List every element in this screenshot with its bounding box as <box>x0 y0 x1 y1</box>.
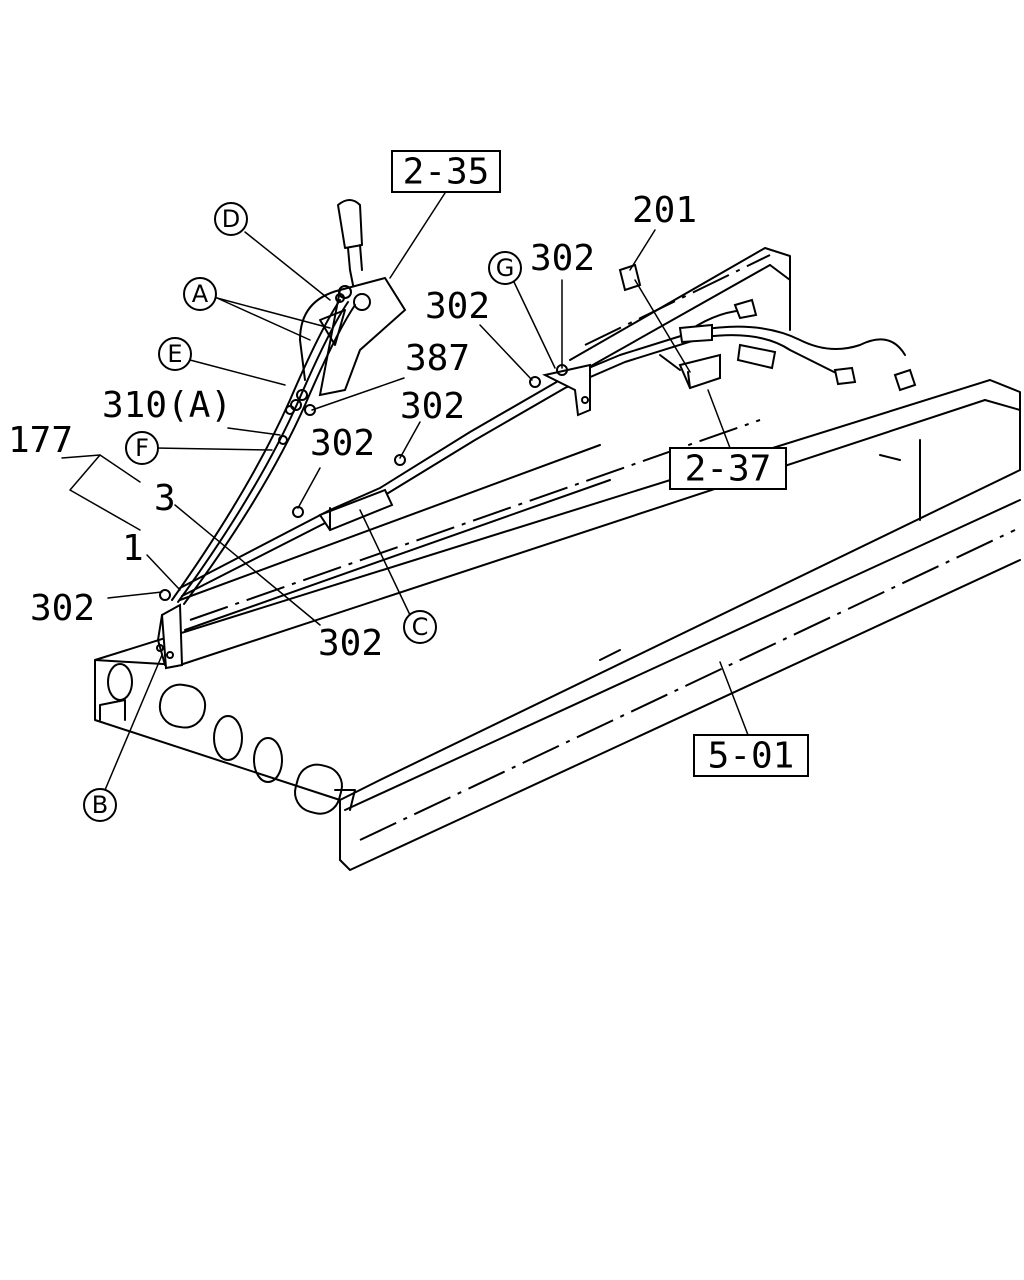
circle-label-b: B <box>83 788 117 822</box>
circle-label-c: C <box>403 610 437 644</box>
callout-201: 201 <box>632 190 697 231</box>
svg-text:B: B <box>92 791 108 819</box>
leader-lines <box>61 192 749 791</box>
circle-label-f: F <box>125 431 159 465</box>
svg-text:D: D <box>222 205 240 233</box>
svg-text:F: F <box>135 434 149 462</box>
callout-310a: 310(A) <box>102 385 232 426</box>
callout-302: 302 <box>425 286 490 327</box>
svg-text:G: G <box>496 254 515 282</box>
svg-text:C: C <box>412 613 429 641</box>
callout-302: 302 <box>318 623 383 664</box>
brackets <box>156 263 721 670</box>
callout-302: 302 <box>530 238 595 279</box>
ref-label-2-37: 2-37 <box>685 449 772 490</box>
callout-302: 302 <box>310 423 375 464</box>
callout-387: 387 <box>405 338 470 379</box>
svg-text:A: A <box>192 280 209 308</box>
circle-label-e: E <box>158 337 192 371</box>
circle-label-d: D <box>214 202 248 236</box>
ref-label-2-35: 2-35 <box>403 152 490 193</box>
callout-1: 1 <box>122 528 144 569</box>
circle-label-g: G <box>488 251 522 285</box>
callout-302: 302 <box>30 588 95 629</box>
svg-text:E: E <box>167 340 182 368</box>
ref-box-5-01: 5-01 <box>693 734 809 777</box>
callout-3: 3 <box>154 478 176 519</box>
callout-177: 177 <box>8 420 73 461</box>
callout-302: 302 <box>400 386 465 427</box>
circle-label-a: A <box>183 277 217 311</box>
shift-lever-assembly <box>299 199 407 397</box>
ref-label-5-01: 5-01 <box>708 736 795 777</box>
ref-box-2-37: 2-37 <box>669 447 787 490</box>
ref-box-2-35: 2-35 <box>391 150 501 193</box>
